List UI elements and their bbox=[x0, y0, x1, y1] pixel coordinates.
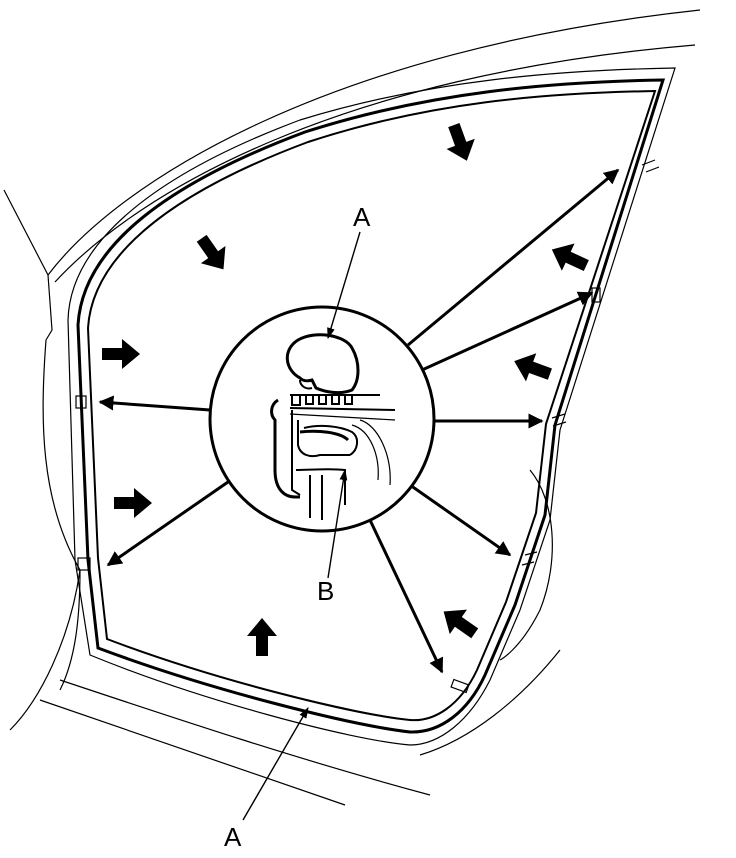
callout-label-a-bottom: A bbox=[224, 822, 242, 852]
cross-section-detail bbox=[208, 305, 436, 533]
press-arrow-icon bbox=[509, 347, 556, 389]
direction-arrow-icon bbox=[409, 483, 512, 557]
direction-arrows bbox=[98, 168, 620, 674]
direction-arrow-icon bbox=[407, 168, 620, 347]
clip-marker-icon bbox=[521, 551, 538, 566]
clip-marker-icon bbox=[551, 413, 567, 427]
weatherstrip-a bbox=[76, 78, 666, 734]
press-arrow-icon bbox=[545, 235, 593, 280]
direction-arrow-icon bbox=[421, 291, 594, 372]
press-arrow-icon bbox=[439, 119, 481, 166]
clip-marker-icon bbox=[75, 395, 87, 409]
callout-leaders bbox=[242, 231, 361, 821]
callout-label-a-top: A bbox=[353, 202, 371, 232]
direction-arrow-icon bbox=[98, 395, 211, 412]
press-arrow-icon bbox=[247, 618, 277, 656]
press-arrow-icon bbox=[102, 339, 140, 369]
direction-arrow-icon bbox=[106, 480, 229, 567]
door-frame bbox=[67, 67, 676, 746]
clip-marker-icon bbox=[77, 557, 91, 571]
clip-markers bbox=[75, 159, 660, 694]
callout-label-b: B bbox=[317, 576, 334, 606]
press-arrow-icon bbox=[114, 488, 152, 518]
press-arrow-icon bbox=[435, 599, 484, 646]
direction-arrow-icon bbox=[368, 519, 444, 674]
clip-marker-icon bbox=[641, 159, 660, 173]
press-arrow-icon bbox=[189, 229, 236, 278]
clip-marker-icon bbox=[450, 678, 470, 694]
